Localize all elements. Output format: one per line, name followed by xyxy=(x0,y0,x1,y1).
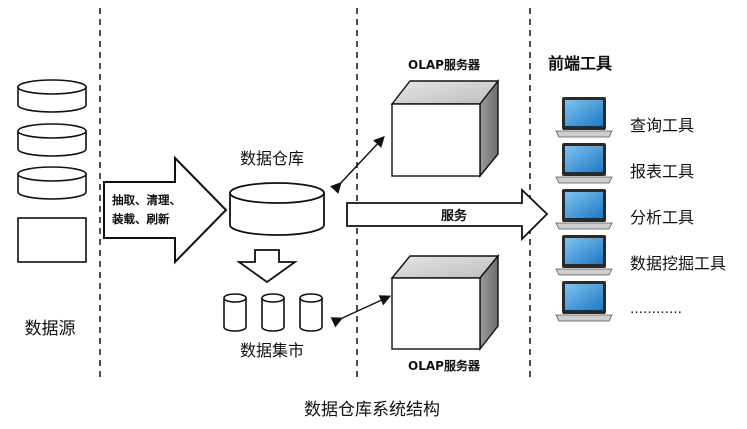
etl-label-line1: 抽取、清理、 xyxy=(112,193,181,207)
laptop-icon xyxy=(555,97,613,138)
tool-label-more: ………… xyxy=(630,302,682,317)
tool-item: 数据挖掘工具 xyxy=(555,235,726,276)
datamart-olap-link xyxy=(330,295,392,328)
olap-server-top xyxy=(390,78,500,178)
datamart-cylinders xyxy=(223,293,323,332)
laptop-icon xyxy=(555,189,613,230)
down-arrow xyxy=(236,249,298,284)
olap-top-label: OLAP服务器 xyxy=(408,57,481,72)
tool-item: ………… xyxy=(555,281,682,322)
olap-bottom-label: OLAP服务器 xyxy=(408,358,481,373)
tool-item: 报表工具 xyxy=(555,143,694,184)
datamart-icon xyxy=(299,293,323,332)
datamart-icon xyxy=(223,293,247,332)
database-icon xyxy=(17,123,87,157)
tool-label-query: 查询工具 xyxy=(630,116,694,135)
datamart-icon xyxy=(261,293,285,332)
database-icon xyxy=(17,166,87,200)
olap-server-bottom xyxy=(390,254,500,352)
datamart-label: 数据集市 xyxy=(240,341,304,360)
etl-label-line2: 装载、刷新 xyxy=(111,212,170,226)
tool-label-analysis: 分析工具 xyxy=(630,208,694,227)
service-arrow xyxy=(346,187,549,242)
warehouse-cylinder xyxy=(229,182,325,236)
tool-list: 查询工具 报表工具 分析工具 数据挖掘工具 xyxy=(555,97,726,322)
etl-arrow xyxy=(103,155,228,265)
diagram-caption: 数据仓库系统结构 xyxy=(304,400,440,420)
laptop-icon xyxy=(555,281,613,322)
warehouse-label: 数据仓库 xyxy=(240,149,304,168)
warehouse-olap-link xyxy=(330,135,385,194)
frontend-label: 前端工具 xyxy=(548,54,612,73)
tool-item: 查询工具 xyxy=(555,97,694,138)
tool-item: 分析工具 xyxy=(555,189,694,230)
tool-label-datamining: 数据挖掘工具 xyxy=(630,254,726,273)
laptop-icon xyxy=(555,143,613,184)
database-icon xyxy=(17,79,87,113)
laptop-icon xyxy=(555,235,613,276)
data-source-label: 数据源 xyxy=(25,319,76,339)
service-label: 服务 xyxy=(441,208,468,224)
data-source-icons xyxy=(17,79,87,263)
tool-label-report: 报表工具 xyxy=(630,162,694,181)
file-icon xyxy=(17,217,87,263)
